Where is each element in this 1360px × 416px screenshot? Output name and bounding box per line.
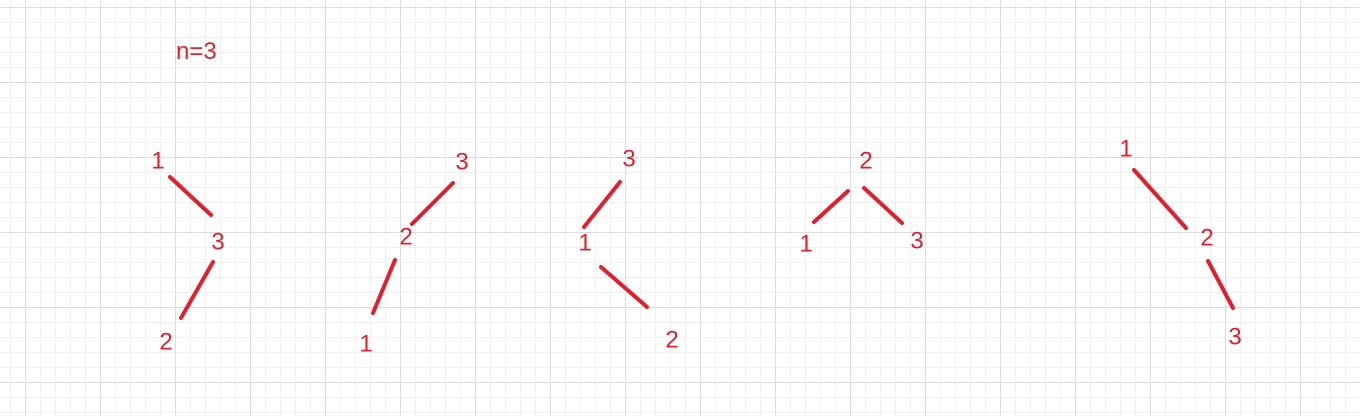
tree-node-label: 2 bbox=[1200, 224, 1213, 251]
tree-node-label: 2 bbox=[399, 223, 412, 250]
tree-5: 1 2 3 bbox=[1119, 135, 1241, 350]
tree-edge bbox=[582, 180, 622, 229]
tree-node-label: 1 bbox=[1119, 135, 1132, 162]
tree-edge bbox=[812, 189, 850, 224]
tree-edge bbox=[1206, 259, 1235, 310]
tree-node-label: 1 bbox=[578, 229, 591, 256]
tree-3: 3 1 2 bbox=[578, 145, 678, 353]
tree-edge bbox=[1132, 168, 1188, 230]
tree-1: 1 3 2 bbox=[151, 147, 224, 355]
tree-edge bbox=[168, 175, 213, 217]
tree-node-label: 2 bbox=[665, 326, 678, 353]
tree-node-label: 3 bbox=[211, 228, 224, 255]
tree-node-label: 3 bbox=[1228, 323, 1241, 350]
title-label: n=3 bbox=[176, 38, 217, 65]
tree-node-label: 1 bbox=[151, 147, 164, 174]
tree-node-label: 1 bbox=[799, 230, 812, 257]
tree-edge bbox=[179, 260, 215, 320]
tree-edge bbox=[410, 181, 455, 226]
tree-node-label: 1 bbox=[359, 330, 372, 357]
tree-node-label: 3 bbox=[455, 148, 468, 175]
tree-edge bbox=[862, 186, 904, 225]
tree-node-label: 2 bbox=[859, 147, 872, 174]
tree-edge bbox=[371, 258, 397, 315]
tree-node-label: 2 bbox=[159, 328, 172, 355]
tree-node-label: 3 bbox=[910, 227, 923, 254]
tree-2: 3 2 1 bbox=[359, 148, 468, 357]
tree-4: 2 1 3 bbox=[799, 147, 923, 257]
tree-node-label: 3 bbox=[622, 145, 635, 172]
tree-edge bbox=[599, 265, 649, 309]
